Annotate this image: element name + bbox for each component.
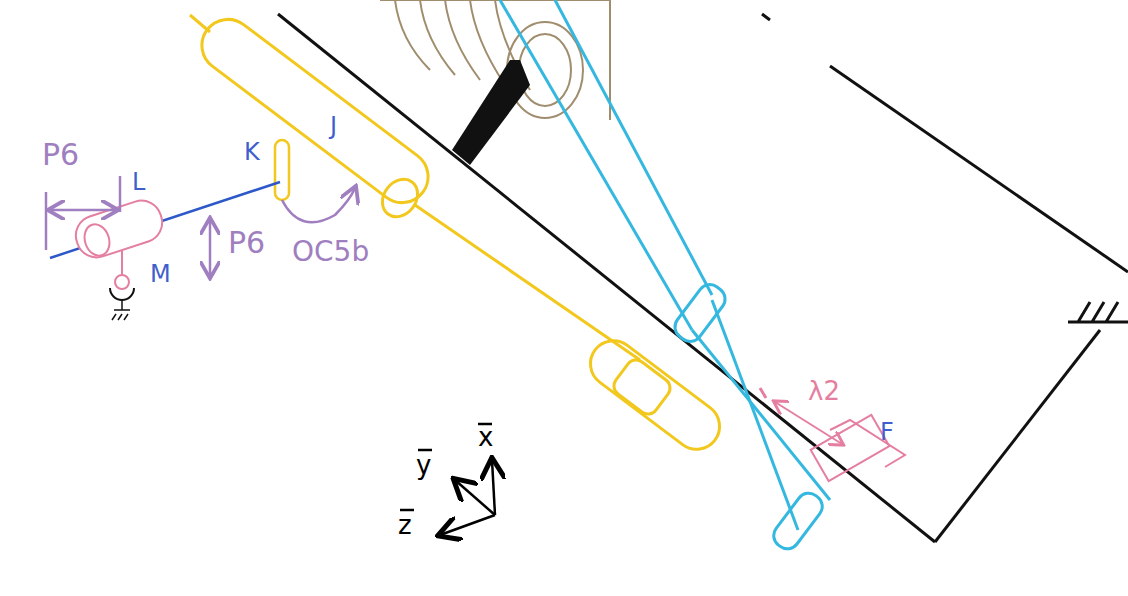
axis-label: x — [478, 424, 493, 450]
point-label: F — [880, 420, 894, 444]
dimension-label: P6 — [228, 228, 265, 258]
dimension-label: P6 — [42, 140, 79, 170]
angle-label: OC5b — [292, 238, 369, 266]
spring-rod — [452, 60, 530, 165]
axis-label: z — [398, 512, 412, 538]
blue-link — [50, 182, 280, 320]
point-label: J — [330, 114, 337, 138]
dimension-label: λ2 — [808, 378, 840, 404]
point-label: M — [150, 262, 171, 286]
axis-label: y — [416, 452, 431, 478]
point-label: L — [132, 170, 145, 194]
axes — [400, 424, 495, 535]
yellow-link — [190, 9, 729, 459]
cyan-rods — [500, 0, 830, 554]
point-label: K — [244, 140, 260, 164]
